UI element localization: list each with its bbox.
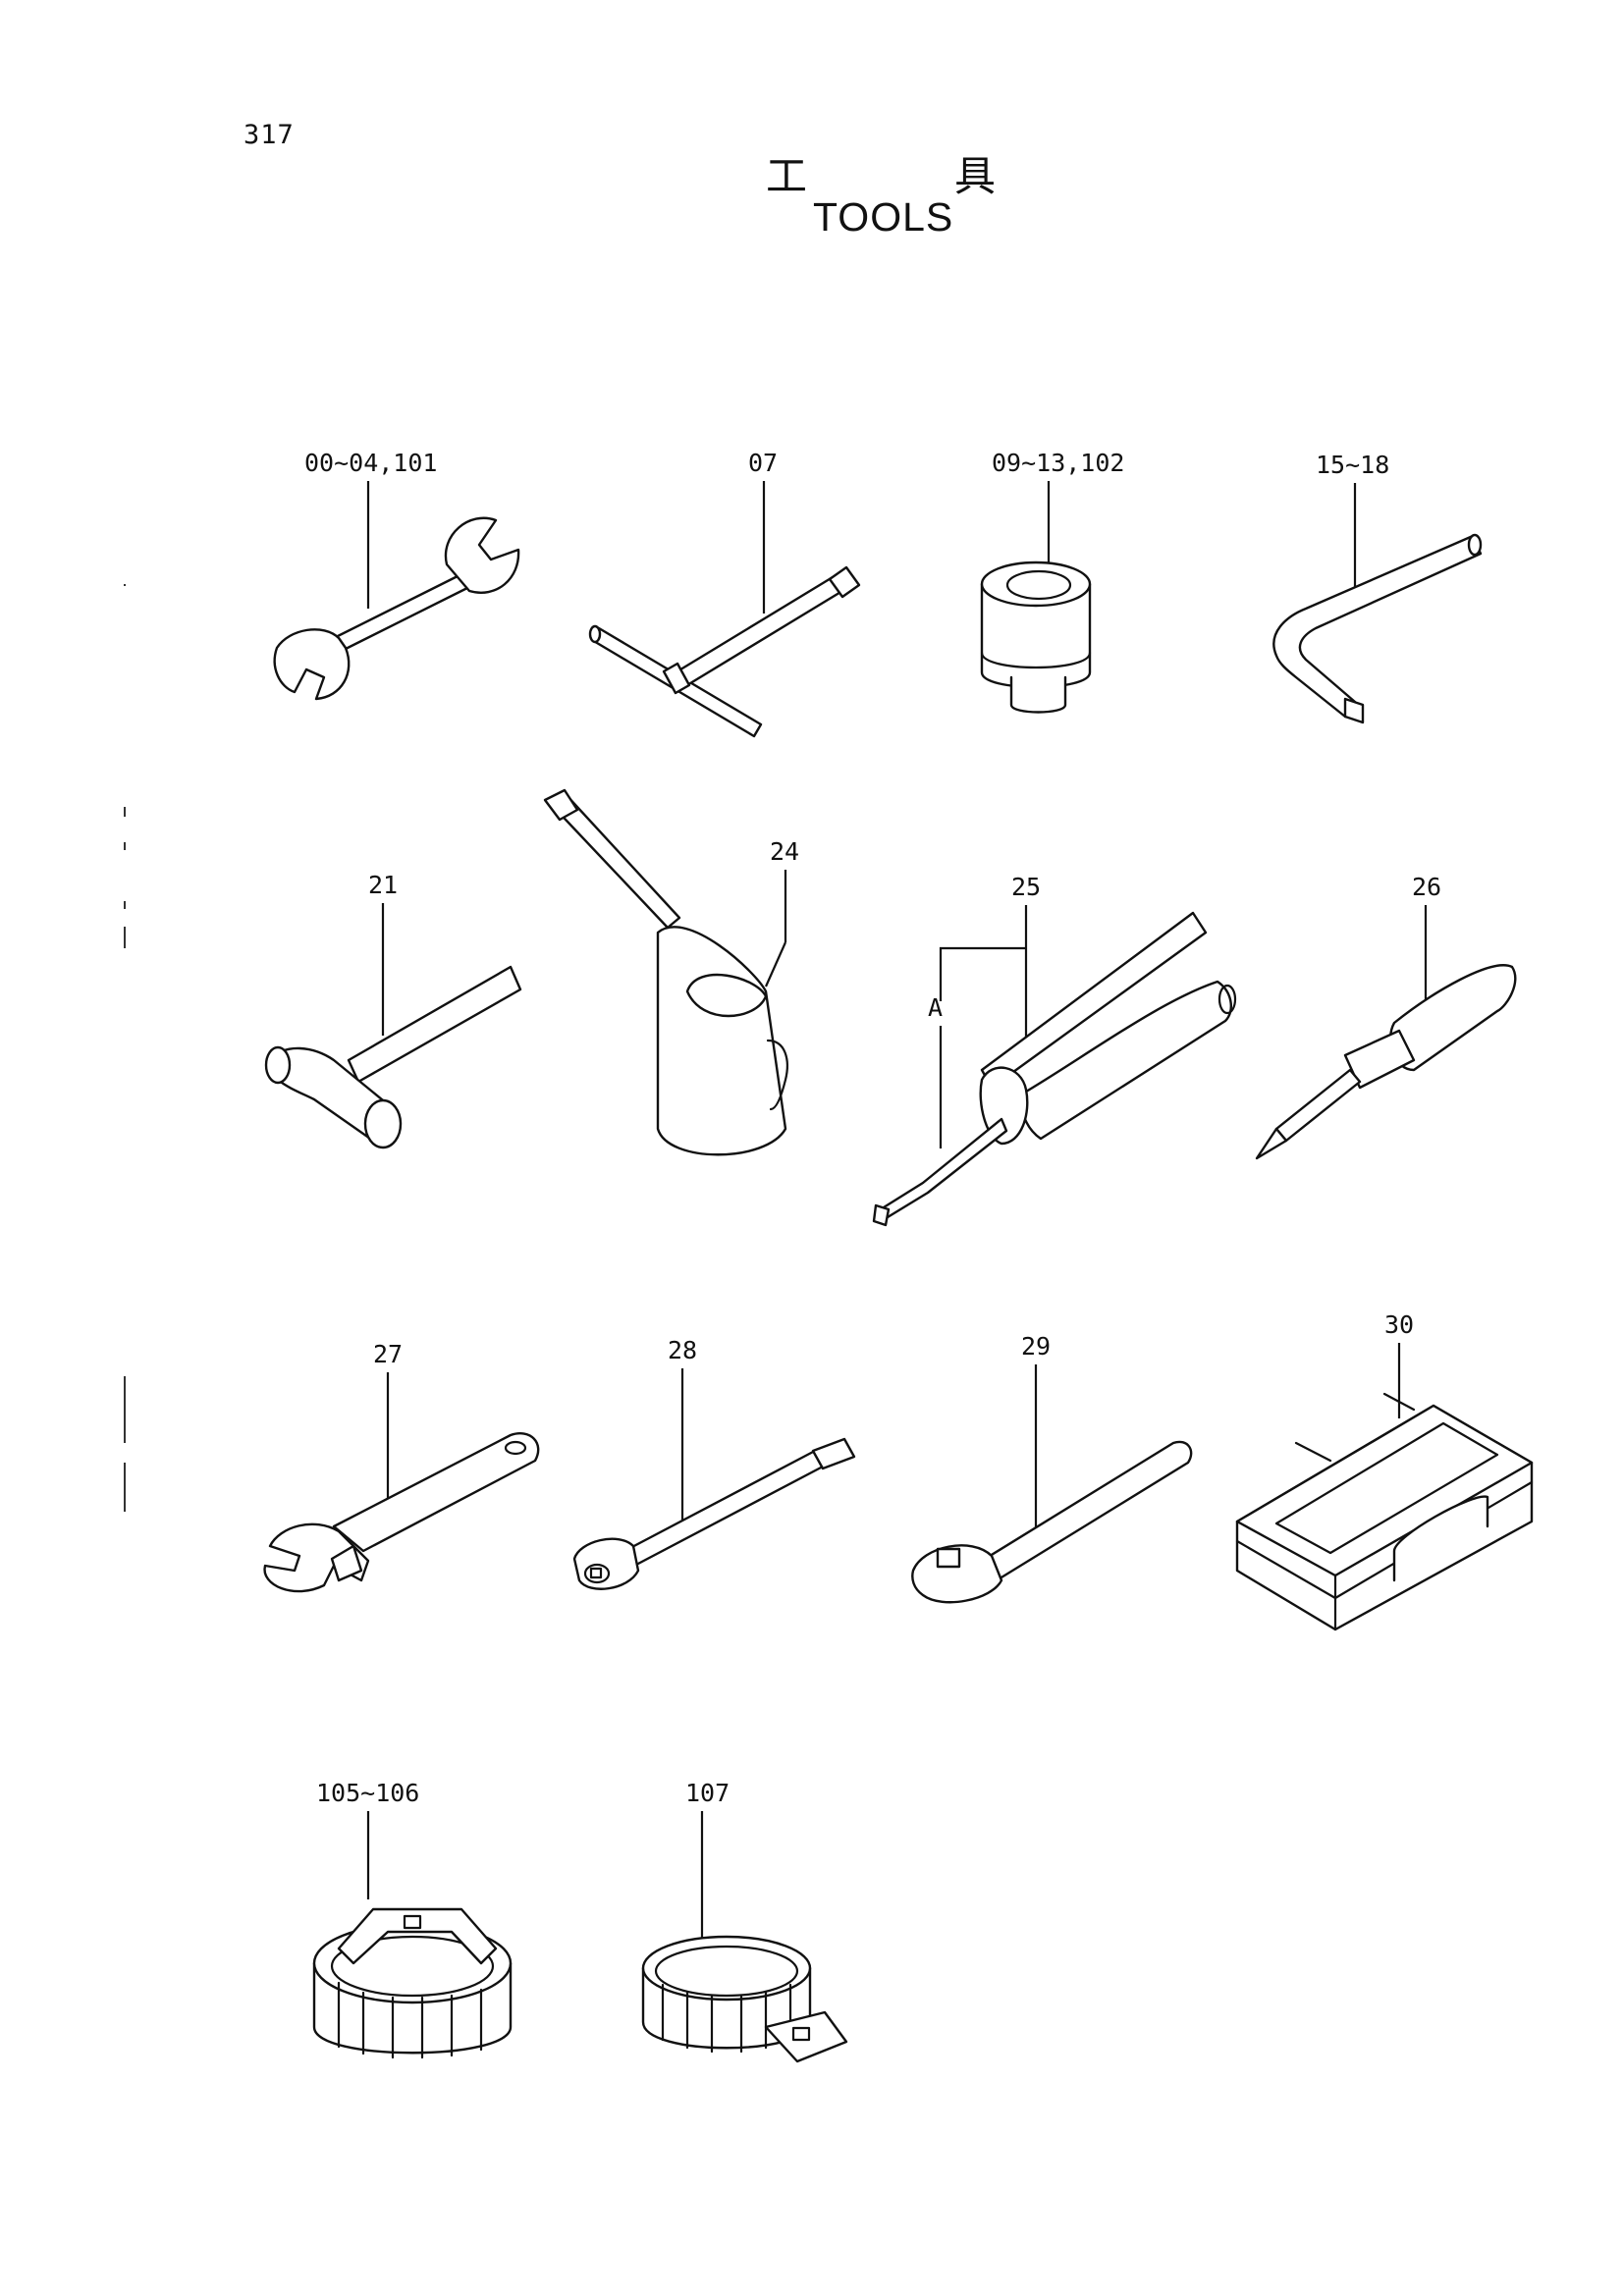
callout-label: 27 [373,1340,403,1368]
tool-box-icon [1235,1392,1534,1631]
extension-bar-icon [572,1437,856,1590]
callout-label: 25 [1011,873,1041,901]
wrench-icon [273,516,520,701]
grease-gun-icon [872,911,1237,1227]
socket-icon [980,561,1092,714]
callout-label: 28 [668,1336,697,1364]
page-number: 317 [243,120,295,150]
callout-label: 105~106 [316,1779,419,1807]
screwdriver-icon [1255,964,1517,1160]
page-title: TOOLS [813,194,954,240]
callout-label: 07 [748,449,778,477]
t-handle-icon [588,565,861,738]
hex-key-icon [1272,533,1483,724]
adjustable-wrench-icon [263,1432,540,1593]
callout-label: 00~04,101 [304,449,437,477]
callout-label-a: A [928,993,943,1022]
callout-label: 21 [368,871,398,899]
callout-label: 15~18 [1316,451,1389,479]
callout-label: 29 [1021,1332,1051,1361]
filter-wrench-band-icon [641,1935,848,2063]
page-title-japanese: 工具 [766,152,1144,200]
filter-wrench-cap-icon [312,1907,513,2059]
callout-label: 107 [685,1779,730,1807]
callout-label: 24 [770,837,799,866]
callout-label: 30 [1384,1310,1414,1339]
callout-label: 26 [1412,873,1441,901]
hammer-icon [264,965,522,1149]
oil-can-icon [543,788,788,1156]
callout-label: 09~13,102 [992,449,1124,477]
ratchet-handle-icon [911,1440,1193,1604]
